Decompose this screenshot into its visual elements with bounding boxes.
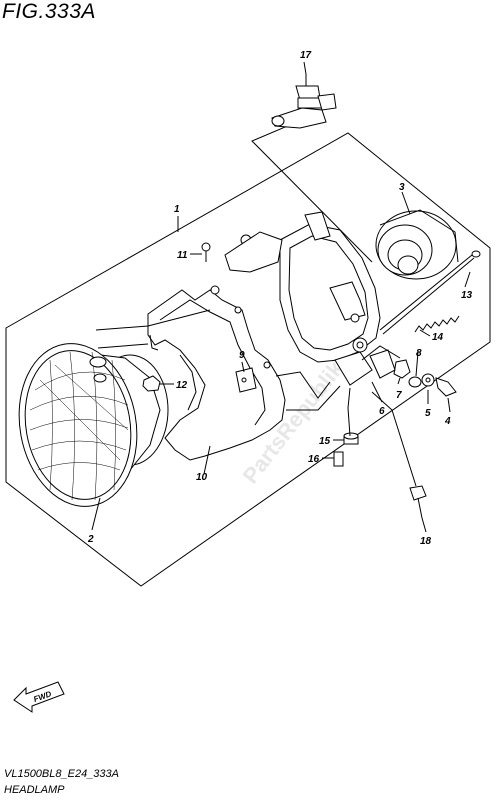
collar-7	[393, 359, 411, 379]
callout-9: 9	[239, 350, 245, 361]
washer-5	[421, 373, 435, 387]
bulb-17	[271, 74, 337, 129]
callout-2: 2	[87, 534, 94, 545]
bolt-18	[409, 485, 427, 519]
callout-13: 13	[461, 290, 473, 301]
callout-3: 3	[399, 182, 405, 193]
callout-labels: 1 2 3 4 5 6 7 8 9 10 11 12 13 14 15 16 1…	[87, 50, 473, 547]
leader-lines	[91, 61, 471, 533]
headlamp-unit-2	[18, 343, 169, 507]
assembly-frame	[5, 132, 491, 587]
callout-12: 12	[176, 380, 188, 391]
callout-1: 1	[174, 204, 180, 215]
callout-17: 17	[300, 50, 312, 61]
bracket-10	[147, 285, 286, 461]
callout-6: 6	[379, 406, 385, 417]
washer-8	[408, 376, 422, 388]
bolt-16	[333, 451, 344, 467]
fwd-arrow-icon: FWD	[13, 681, 65, 713]
bolt-4	[435, 377, 457, 397]
figure-name: HEADLAMP	[4, 784, 65, 796]
clamp-9	[235, 367, 257, 393]
callout-4: 4	[444, 416, 451, 427]
callout-18: 18	[420, 536, 432, 547]
screw-11	[201, 242, 211, 262]
callout-10: 10	[196, 472, 208, 483]
callout-11: 11	[177, 250, 188, 261]
housing-3	[375, 209, 459, 280]
spring-14	[414, 315, 460, 333]
collar-15	[343, 432, 359, 445]
callout-5: 5	[425, 408, 431, 419]
callout-8: 8	[416, 348, 422, 359]
callout-14: 14	[432, 332, 444, 343]
adjusting-screw-13	[379, 250, 481, 335]
nut-12	[142, 375, 161, 392]
bracket-6	[369, 349, 396, 379]
callout-16: 16	[308, 454, 320, 465]
figure-title: FIG.333A	[2, 0, 96, 23]
figure-code: VL1500BL8_E24_333A	[4, 768, 119, 780]
callout-15: 15	[319, 436, 331, 447]
callout-7: 7	[396, 390, 402, 401]
mount-ring	[224, 211, 381, 386]
